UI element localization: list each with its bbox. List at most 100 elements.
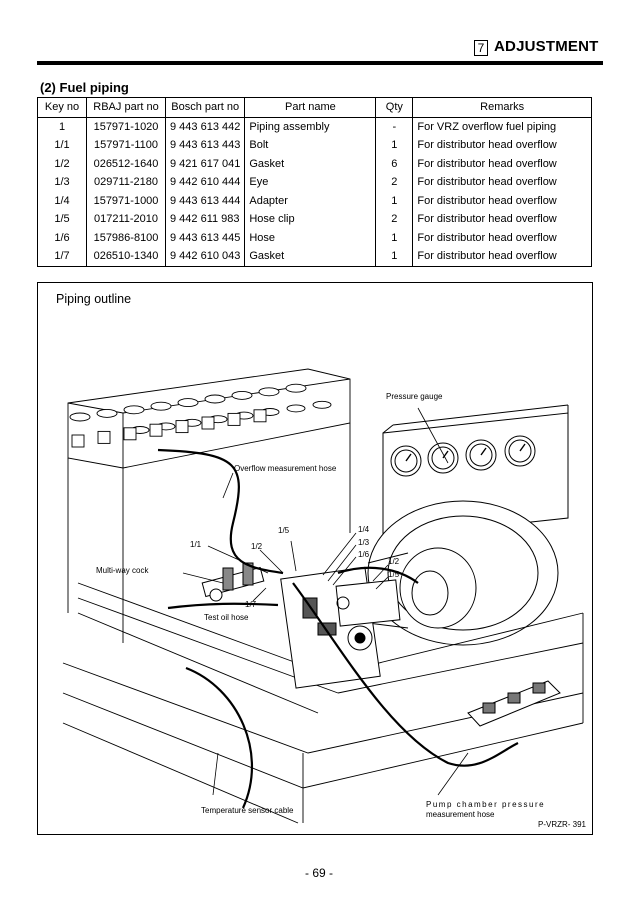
bosch-part-no-cell: 9 442 610 444: [164, 173, 246, 192]
part-name-cell: Bolt: [244, 136, 377, 155]
panel-nozzle: [149, 423, 163, 437]
key-no-cell: 1/1: [37, 136, 87, 155]
qty-cell: 1: [375, 247, 414, 267]
remarks-cell: For distributor head overflow: [412, 228, 592, 247]
qty-cell: 1: [375, 191, 414, 210]
label-key-1-5a: 1/5: [278, 526, 290, 535]
pressure-gauge-face: [431, 446, 455, 470]
panel-cap: [123, 405, 145, 415]
bosch-part-no-cell: 9 442 611 983: [164, 210, 246, 229]
chapter-title: ADJUSTMENT: [494, 38, 599, 55]
panel-cap: [285, 383, 307, 393]
panel-cap: [258, 387, 280, 397]
remarks-cell: For distributor head overflow: [412, 210, 592, 229]
panel-cap: [286, 404, 306, 413]
key-no-cell: 1/5: [37, 210, 87, 229]
part-name-cell: Hose clip: [244, 210, 377, 229]
panel-nozzle: [201, 416, 215, 430]
key-no-cell: 1/7: [37, 247, 87, 267]
part-name-cell: Piping assembly: [244, 117, 377, 136]
part-name-cell: Gasket: [244, 247, 377, 267]
panel-cap: [231, 390, 253, 400]
qty-cell: 2: [375, 173, 414, 192]
panel-nozzle: [123, 427, 137, 441]
col-remarks: Remarks: [412, 97, 592, 118]
hose-1-6-path: [337, 566, 419, 584]
bosch-part-no-cell: 9 442 610 043: [164, 247, 246, 267]
label-key-1-1: 1/1: [190, 540, 202, 549]
label-multi-way-cock: Multi-way cock: [96, 566, 149, 575]
col-qty: Qty: [375, 97, 414, 118]
panel-cap: [177, 398, 199, 408]
remarks-cell: For distributor head overflow: [412, 173, 592, 192]
panel-cap: [150, 401, 172, 411]
multi-way-cock: [201, 562, 265, 602]
col-bosch-part-no: Bosch part no: [164, 97, 246, 118]
rbaj-part-no-cell: 026512-1640: [86, 154, 166, 173]
label-key-1-4: 1/4: [358, 525, 370, 534]
remarks-cell: For distributor head overflow: [412, 154, 592, 173]
label-key-1-5b: 1/5: [388, 570, 400, 579]
panel-nozzle: [175, 420, 189, 434]
figure-title: Piping outline: [56, 292, 132, 306]
remarks-cell: For distributor head overflow: [412, 136, 592, 155]
piping-outline-figure: Piping outline: [37, 282, 593, 835]
col-rbaj-part-no: RBAJ part no: [86, 97, 166, 118]
qty-cell: 1: [375, 228, 414, 247]
header-rule: [37, 61, 603, 65]
chapter-header: 7 ADJUSTMENT: [462, 38, 602, 60]
pressure-gauge-face: [394, 449, 418, 473]
temperature-cable-path: [185, 666, 253, 809]
rbaj-part-no-cell: 157986-8100: [86, 228, 166, 247]
chapter-number: 7: [474, 40, 488, 56]
rbaj-part-no-cell: 157971-1000: [86, 191, 166, 210]
label-key-1-7: 1/7: [245, 600, 257, 609]
key-no-cell: 1/3: [37, 173, 87, 192]
label-overflow-hose: Overflow measurement hose: [234, 464, 337, 473]
pressure-gauge-face: [508, 439, 532, 463]
part-name-cell: Eye: [244, 173, 377, 192]
figure-code: P-VRZR- 391: [537, 820, 586, 829]
injection-pump: [280, 566, 401, 689]
drive-flange: [367, 500, 559, 646]
leader-lines: [182, 407, 469, 796]
key-no-cell: 1/2: [37, 154, 87, 173]
panel-nozzle: [227, 412, 241, 426]
fuel-panel: [67, 368, 351, 643]
panel-nozzle: [97, 430, 111, 444]
bosch-part-no-cell: 9 443 613 445: [164, 228, 246, 247]
remarks-cell: For VRZ overflow fuel piping: [412, 117, 592, 136]
bosch-part-no-cell: 9 443 613 444: [164, 191, 246, 210]
label-key-1-2b: 1/2: [388, 557, 400, 566]
qty-cell: -: [375, 117, 414, 136]
pressure-gauge-needle: [480, 447, 487, 456]
label-key-1-2a: 1/2: [251, 542, 263, 551]
label-key-1-6: 1/6: [358, 550, 370, 559]
label-temperature-sensor: Temperature sensor cable: [201, 806, 294, 815]
overflow-hose-path: [157, 448, 284, 575]
col-key-no: Key no: [37, 97, 87, 118]
pump-chamber-gauge: [467, 680, 561, 727]
part-name-cell: Gasket: [244, 154, 377, 173]
remarks-cell: For distributor head overflow: [412, 247, 592, 267]
panel-nozzle: [71, 434, 85, 448]
rbaj-part-no-cell: 157971-1100: [86, 136, 166, 155]
key-no-cell: 1: [37, 117, 87, 136]
pressure-gauge-needle: [519, 443, 526, 452]
panel-cap: [69, 412, 91, 422]
page-number: - 69 -: [304, 866, 333, 880]
test-oil-hose-path: [167, 602, 279, 610]
parts-table: Key no RBAJ part no Bosch part no Part n…: [37, 97, 592, 267]
label-key-1-3: 1/3: [358, 538, 370, 547]
bosch-part-no-cell: 9 443 613 443: [164, 136, 246, 155]
rbaj-part-no-cell: 157971-1020: [86, 117, 166, 136]
rbaj-part-no-cell: 029711-2180: [86, 173, 166, 192]
qty-cell: 6: [375, 154, 414, 173]
key-no-cell: 1/4: [37, 191, 87, 210]
